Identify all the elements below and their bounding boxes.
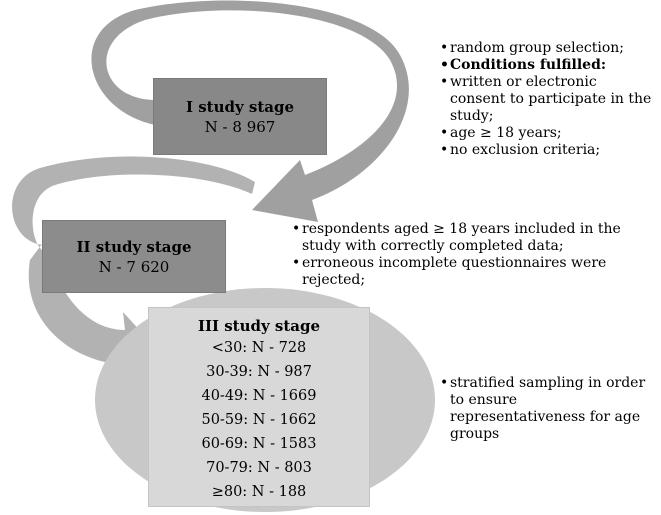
note-item-heading: Conditions fulfilled:: [438, 57, 653, 74]
note-item: erroneous incomplete questionnaires were…: [290, 255, 661, 289]
arrow-stage2-to-stage3: [12, 156, 256, 380]
stage3-row: 70-79: N - 803: [206, 460, 312, 476]
stage3-row: 30-39: N - 987: [206, 364, 312, 380]
stage3-row: 50-59: N - 1662: [201, 412, 317, 428]
stage3-row: 60-69: N - 1583: [201, 436, 317, 452]
note-item: age ≥ 18 years;: [438, 125, 653, 142]
stage1-notes: random group selection; Conditions fulfi…: [438, 40, 653, 159]
note-item: written or electronic consent to partici…: [438, 74, 653, 125]
stage3-row: <30: N - 728: [211, 340, 307, 356]
stage3-notes: stratified sampling in order to ensure r…: [438, 375, 653, 443]
note-item: respondents aged ≥ 18 years included in …: [290, 221, 661, 255]
stage1-box: I study stage N - 8 967: [153, 78, 327, 155]
note-item: no exclusion criteria;: [438, 142, 653, 159]
stage2-count: N - 7 620: [98, 257, 170, 276]
arrow-stage1-to-stage2: [91, 0, 409, 223]
stage3-row: 40-49: N - 1669: [201, 388, 317, 404]
note-item: random group selection;: [438, 40, 653, 57]
stage3-row: ≥80: N - 188: [211, 484, 307, 500]
stage2-box: II study stage N - 7 620: [42, 220, 226, 293]
stage2-title: II study stage: [76, 237, 192, 256]
stage3-box: III study stage <30: N - 728 30-39: N - …: [148, 307, 370, 507]
note-item: stratified sampling in order to ensure r…: [438, 375, 653, 443]
stage1-count: N - 8 967: [204, 117, 276, 136]
stage2-notes: respondents aged ≥ 18 years included in …: [290, 221, 661, 289]
stage3-title: III study stage: [197, 317, 321, 335]
stage1-title: I study stage: [185, 97, 295, 116]
